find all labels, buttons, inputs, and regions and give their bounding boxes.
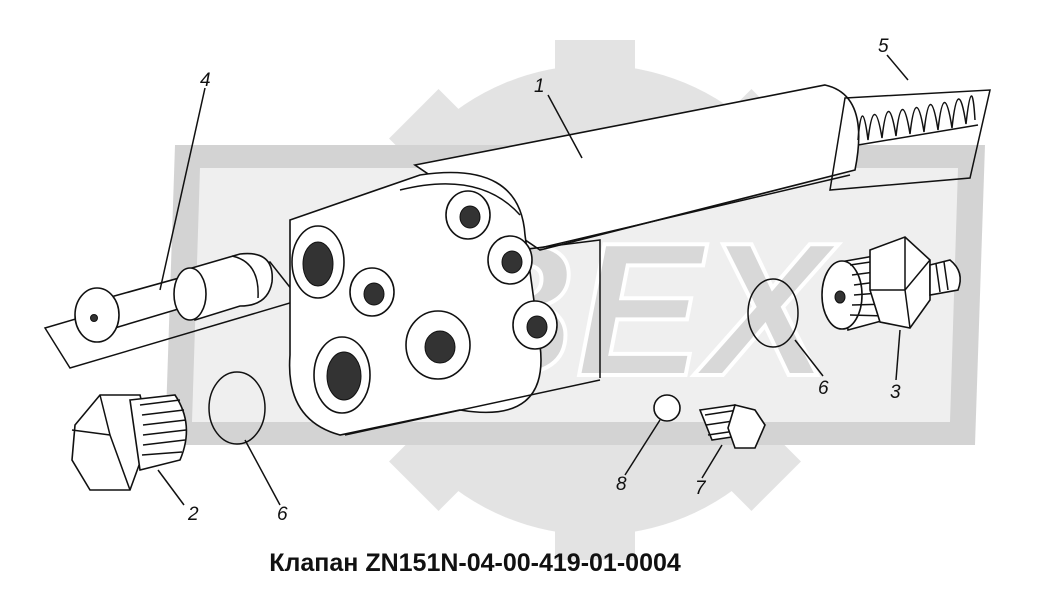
callout-6-left: 6	[277, 504, 288, 525]
part-1-valve-body	[288, 84, 860, 436]
part-7-small-plug	[698, 404, 766, 449]
callout-4: 4	[200, 70, 211, 91]
callout-8: 8	[616, 474, 627, 495]
part-3-threaded-plug	[821, 236, 961, 332]
part-5-spring	[829, 89, 991, 191]
callout-7: 7	[695, 478, 707, 499]
callout-6-right: 6	[818, 378, 829, 399]
part-2-hex-plug	[71, 394, 188, 491]
callout-2: 2	[187, 504, 199, 525]
callout-1: 1	[534, 76, 545, 97]
part-4-piston	[43, 252, 302, 369]
callout-3: 3	[890, 382, 901, 403]
part-8-ball	[653, 394, 681, 422]
callout-5: 5	[878, 36, 889, 57]
part-6-seal-right	[747, 278, 799, 348]
part-6-seal-left	[208, 371, 266, 445]
leader-lines	[157, 54, 909, 506]
diagram-caption: Клапан ZN151N-04-00-419-01-0004	[269, 549, 681, 577]
